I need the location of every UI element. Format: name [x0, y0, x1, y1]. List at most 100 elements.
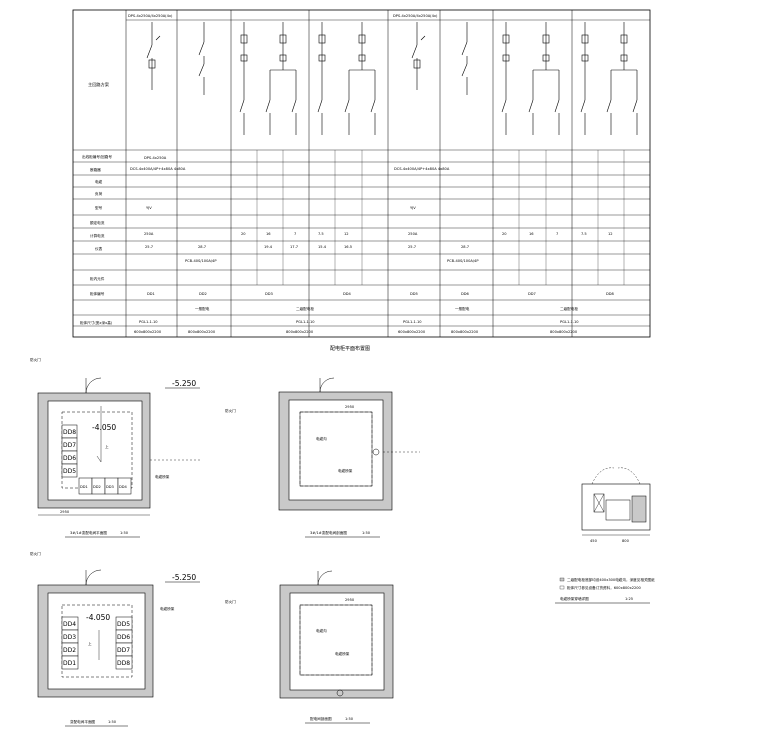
- detail-title: 电缆桥架穿墙详图: [560, 596, 589, 601]
- room-a-cab-b4: DD4: [119, 485, 128, 489]
- room-c-elev-top: -5.250: [172, 573, 196, 582]
- cell-model-b: PGL1-1.10: [296, 320, 315, 324]
- room-a-up-label: 上: [105, 444, 109, 449]
- room-a-cab-b2: DD2: [93, 485, 101, 489]
- room-c-elev: -4.050: [86, 613, 110, 622]
- room-a-plan: DD8 DD7 DD6 DD5 DD1 DD2 DD3 DD4 -4.050 -…: [30, 357, 200, 538]
- room-c-cab-r2: DD6: [117, 634, 130, 641]
- room-b-label: 3#/1#变配电间剖面图: [310, 530, 347, 535]
- cell-current-c2: 7: [556, 232, 558, 236]
- room-c-cab-l1: DD4: [63, 621, 76, 628]
- cell-cab-5: DD5: [410, 292, 418, 296]
- room-c-plan: DD4 DD3 DD2 DD1 DD5 DD6 DD7 DD8 -4.050 -…: [30, 551, 200, 727]
- cell-cab-1: DD1: [147, 292, 155, 296]
- room-d-note-trench: 电缆沟: [316, 628, 327, 633]
- row-label-cable: 电缆: [95, 179, 103, 184]
- room-a-cab-l1: DD8: [63, 429, 76, 436]
- cell-calc-1: 25.7: [145, 245, 153, 249]
- cell-func-b2: 二级配电柜: [560, 306, 578, 311]
- schedule-table: 主回路方案 出线柜编号/回路号 断路器 电缆 负荷 型号 额定电流 计算电流 仪…: [72, 9, 651, 338]
- cell-cab-2: DD2: [199, 292, 207, 296]
- room-b-note-trench: 电缆沟: [316, 436, 327, 441]
- room-c-up-label: 上: [88, 641, 92, 646]
- cell-func-a2: 一般配电: [455, 306, 470, 311]
- room-a-note-door: 防火门: [30, 357, 41, 362]
- cell-func-b: 二级配电柜: [296, 306, 314, 311]
- room-d-scale: 1:50: [345, 717, 354, 721]
- cell-size-d: 600x800x2200: [398, 330, 426, 334]
- cell-cab-4: DD4: [343, 292, 352, 296]
- room-c-label: 变配电间平面图: [70, 719, 96, 724]
- cell-meter-2: PCB-40S/100A/4P: [447, 259, 479, 263]
- cell-current-e2: 12: [608, 232, 613, 236]
- room-c-cab-l2: DD3: [63, 634, 76, 641]
- detail-dim-2: 800: [622, 539, 630, 543]
- cell-cable-1: YJV: [146, 206, 152, 210]
- row-label-circuit: 出线柜编号/回路号: [82, 154, 112, 159]
- cell-calc-8: 28.7: [461, 245, 469, 249]
- room-a-cab-l4: DD5: [63, 468, 76, 475]
- row-label-load: 负荷: [95, 191, 103, 196]
- cell-current-a: 20: [241, 232, 246, 236]
- cell-breaker-header: DPS-4x250A: [144, 156, 167, 160]
- cell-breaker-sub-right: DCS-4x400A/4P+4x80A 4x80A: [394, 167, 450, 171]
- detail-scale: 1:25: [625, 597, 633, 601]
- header-right: DPS-4x250A/4x250A(4x): [393, 14, 438, 18]
- room-a-elev: -4.050: [92, 423, 116, 432]
- legend-item-1: 二级配电柜底部均设400x300电缆沟，深度见相关图纸: [567, 577, 655, 582]
- cell-model-a2: PGL1-1.10: [403, 320, 422, 324]
- room-a-cab-b3: DD3: [106, 485, 114, 489]
- room-d-dim: 2950: [345, 598, 355, 602]
- detail-dim-1: 450: [590, 539, 598, 543]
- section-title: 配电柜平面布置图: [330, 345, 370, 352]
- room-d-note-door: 防火门: [225, 599, 236, 604]
- cell-calc-6: 16.5: [344, 245, 352, 249]
- row-label-cabinet: 柜体编号: [90, 291, 105, 296]
- cell-current-b2: 16: [529, 232, 534, 236]
- cell-size-a: 600x800x2200: [134, 330, 162, 334]
- legend: 二级配电柜底部均设400x300电缆沟，深度见相关图纸 柜体尺寸参见设备订货资料…: [559, 577, 655, 590]
- cable-tray-detail: 450 800 电缆桥架穿墙详图 1:25: [555, 467, 651, 604]
- legend-item-2: 柜体尺寸参见设备订货资料，600x800x2200: [567, 585, 642, 590]
- cell-cab-8: DD8: [606, 292, 615, 296]
- room-c-cab-l4: DD1: [63, 660, 76, 667]
- row-label-rated: 额定电流: [90, 220, 105, 225]
- feeder-tree-1: [239, 22, 297, 135]
- cell-calc-4: 17.7: [290, 245, 298, 249]
- cell-model-b2: PGL1-1.10: [560, 320, 579, 324]
- room-b-dim: 2950: [345, 405, 355, 409]
- room-a-label: 3#/1#变配电间平面图: [70, 530, 107, 535]
- room-c-note-door: 防火门: [30, 551, 41, 556]
- room-b-scale: 1:50: [362, 531, 371, 535]
- cell-cab-3: DD3: [265, 292, 273, 296]
- room-a-cab-b1: DD1: [80, 485, 88, 489]
- cell-current-c: 7: [294, 232, 296, 236]
- cell-cable-2: YJV: [410, 206, 416, 210]
- cell-current-e: 12: [344, 232, 349, 236]
- room-d-section: 2950 电缆沟 电缆桥架 配电间剖面图 1:50 防火门: [225, 570, 394, 724]
- room-d-label: 配电间剖面图: [310, 716, 332, 721]
- cell-size-e: 800x800x2200: [451, 330, 479, 334]
- cell-rated-2: 250A: [408, 232, 418, 236]
- row-label-model: 型号: [95, 205, 103, 210]
- cell-calc-7: 25.7: [408, 245, 416, 249]
- cell-meter-1: PCB-40S/100A/4P: [185, 259, 217, 263]
- feeder-tree-4: [580, 22, 638, 135]
- cell-cab-6: DD6: [461, 292, 470, 296]
- cell-model-a: PGL1-1.10: [139, 320, 158, 324]
- room-c-cab-r1: DD5: [117, 621, 130, 628]
- cell-calc-2: 28.7: [198, 245, 206, 249]
- incoming-breaker-symbol-left: [146, 22, 161, 90]
- cell-breaker-sub: DCS-4x400A/4P+4x80A 4x80A: [130, 167, 186, 171]
- room-d-note-cable: 电缆桥架: [335, 651, 350, 656]
- row-label-parts: 柜内元件: [90, 276, 105, 281]
- room-a-cab-l2: DD7: [63, 442, 76, 449]
- room-a-note-cable: 电缆桥架: [155, 474, 170, 479]
- room-c-cab-r3: DD7: [117, 647, 130, 654]
- cell-func-a: 一般配电: [195, 306, 210, 311]
- room-c-cab-l3: DD2: [63, 647, 76, 654]
- row-label-meter: 仪表: [95, 246, 103, 251]
- cell-current-d2: 7.5: [581, 232, 587, 236]
- room-c-note-cable: 电缆桥架: [160, 606, 175, 611]
- cell-current-d: 7.5: [318, 232, 324, 236]
